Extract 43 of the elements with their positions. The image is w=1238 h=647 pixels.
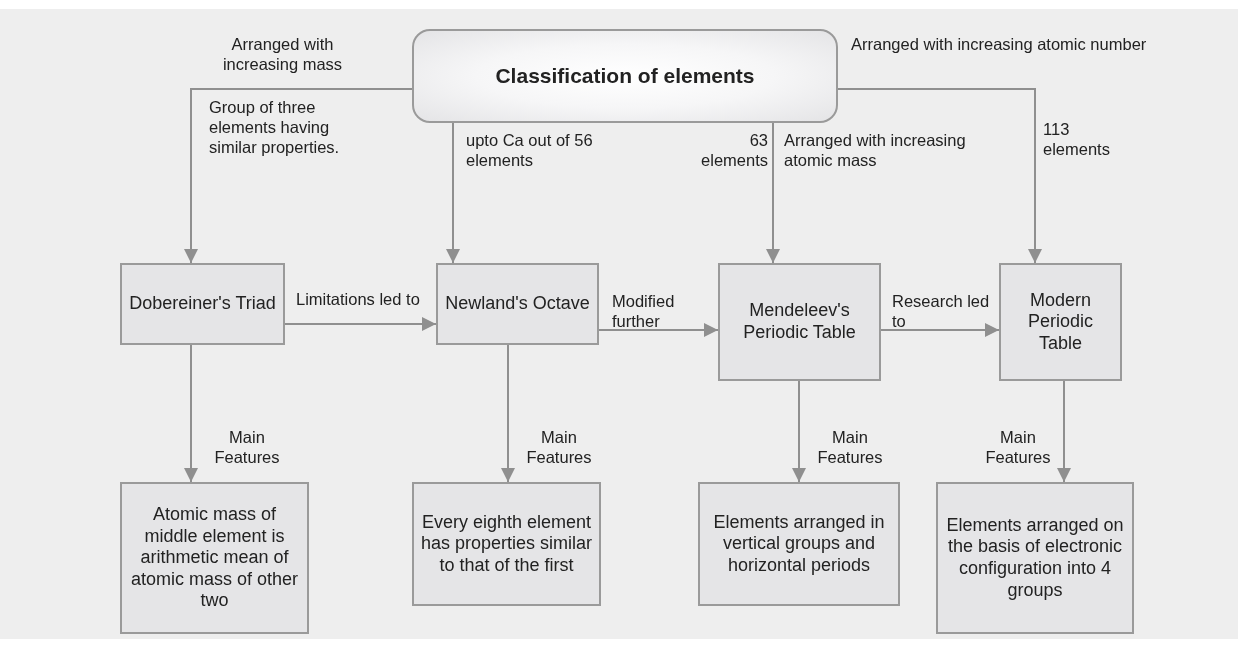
node-text: Newland's Octave xyxy=(445,293,590,315)
edge-label: Main Features xyxy=(213,428,281,468)
arrow xyxy=(766,122,780,264)
process-box xyxy=(718,263,881,381)
edge-label: Modified further xyxy=(612,292,676,332)
arrow xyxy=(501,344,515,483)
edge-label: Main Features xyxy=(525,428,593,468)
arrow xyxy=(792,380,806,483)
node-text: Elements arranged in vertical groups and horizontal periods xyxy=(712,511,886,577)
node-text: Elements arranged on the basis of electronic configuration into 4 groups xyxy=(945,514,1125,602)
title-box xyxy=(412,29,838,123)
edge-label: Arranged with increasing atomic mass xyxy=(784,131,967,171)
process-box xyxy=(936,482,1134,634)
edge-label: upto Ca out of 56 elements xyxy=(466,131,594,171)
edge-label: Group of three elements having similar properties. xyxy=(209,98,341,158)
edge-label: Limitations led to xyxy=(296,290,421,310)
process-box xyxy=(120,482,309,634)
process-box xyxy=(120,263,285,345)
note-text: Arranged with increasing mass xyxy=(221,35,344,75)
process-box xyxy=(436,263,599,345)
note-text: Arranged with increasing atomic number xyxy=(851,35,1148,55)
node-text: Mendeleev's Periodic Table xyxy=(742,300,857,344)
arrow xyxy=(837,88,1042,264)
process-box xyxy=(999,263,1122,381)
arrow xyxy=(184,344,198,483)
arrow xyxy=(284,317,437,331)
arrow xyxy=(446,122,460,264)
node-text: Dobereiner's Triad xyxy=(129,293,276,315)
process-box xyxy=(698,482,900,606)
edge-label: 113 elements xyxy=(1043,120,1111,160)
node-text: Classification of elements xyxy=(495,63,755,89)
node-text: Every eighth element has properties similar to that of the first xyxy=(419,511,594,577)
edge-label: Main Features xyxy=(816,428,884,468)
arrow xyxy=(880,323,1000,337)
process-box xyxy=(412,482,601,606)
node-text: Atomic mass of middle element is arithmetic mean of atomic mass of other two xyxy=(129,504,300,612)
note-text: 63 elements xyxy=(700,131,768,171)
arrow xyxy=(1057,380,1071,483)
edge-label: Main Features xyxy=(984,428,1052,468)
arrow xyxy=(184,88,413,264)
arrow xyxy=(598,323,719,337)
node-text: Modern Periodic Table xyxy=(1027,289,1094,355)
edge-label: Research led to xyxy=(892,292,991,332)
